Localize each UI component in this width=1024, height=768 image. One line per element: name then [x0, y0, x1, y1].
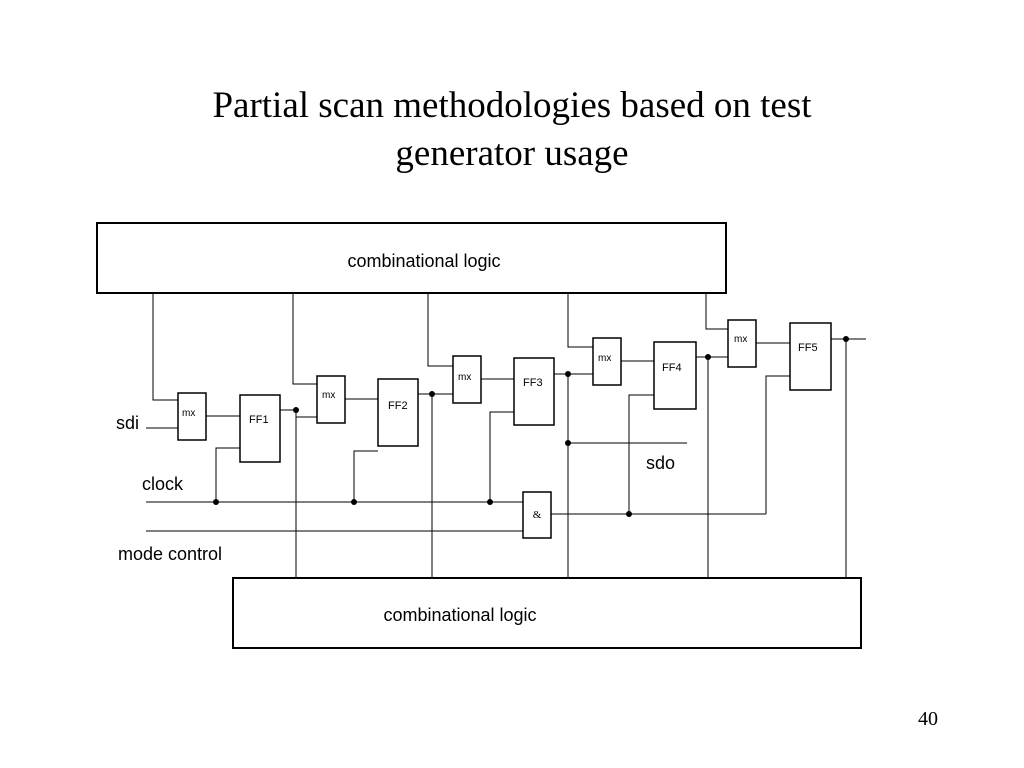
ff3-box — [513, 357, 555, 426]
and-gate-label: & — [533, 509, 542, 521]
ff4-box — [653, 341, 697, 410]
mux-1-label: mx — [182, 408, 195, 419]
slide-title: Partial scan methodologies based on test… — [0, 82, 1024, 178]
sdo-label: sdo — [646, 453, 675, 473]
ff5-box — [789, 322, 832, 391]
mux-5-label: mx — [734, 334, 747, 345]
ff1-label: FF1 — [249, 414, 269, 426]
title-line-1: Partial scan methodologies based on test — [212, 85, 812, 126]
sdi-label: sdi — [116, 413, 139, 433]
clock-label: clock — [142, 474, 184, 494]
top-block-label: combinational logic — [347, 251, 500, 271]
top-combinational-block — [96, 222, 727, 294]
bottom-block-label: combinational logic — [383, 605, 536, 625]
mux-2-label: mx — [322, 390, 335, 401]
ff1-box — [239, 394, 281, 463]
and-gate — [522, 491, 552, 539]
ff3-label: FF3 — [523, 377, 543, 389]
mode-control-label: mode control — [118, 544, 222, 564]
mux-3-label: mx — [458, 372, 471, 383]
mux-4-label: mx — [598, 353, 611, 364]
ff2-box — [377, 378, 419, 447]
page-number: 40 — [918, 708, 938, 730]
ff2-label: FF2 — [388, 400, 408, 412]
ff5-label: FF5 — [798, 342, 818, 354]
ff4-label: FF4 — [662, 362, 682, 374]
junction-dots — [213, 336, 849, 517]
bottom-combinational-block — [232, 577, 862, 649]
title-line-2: generator usage — [395, 133, 629, 174]
